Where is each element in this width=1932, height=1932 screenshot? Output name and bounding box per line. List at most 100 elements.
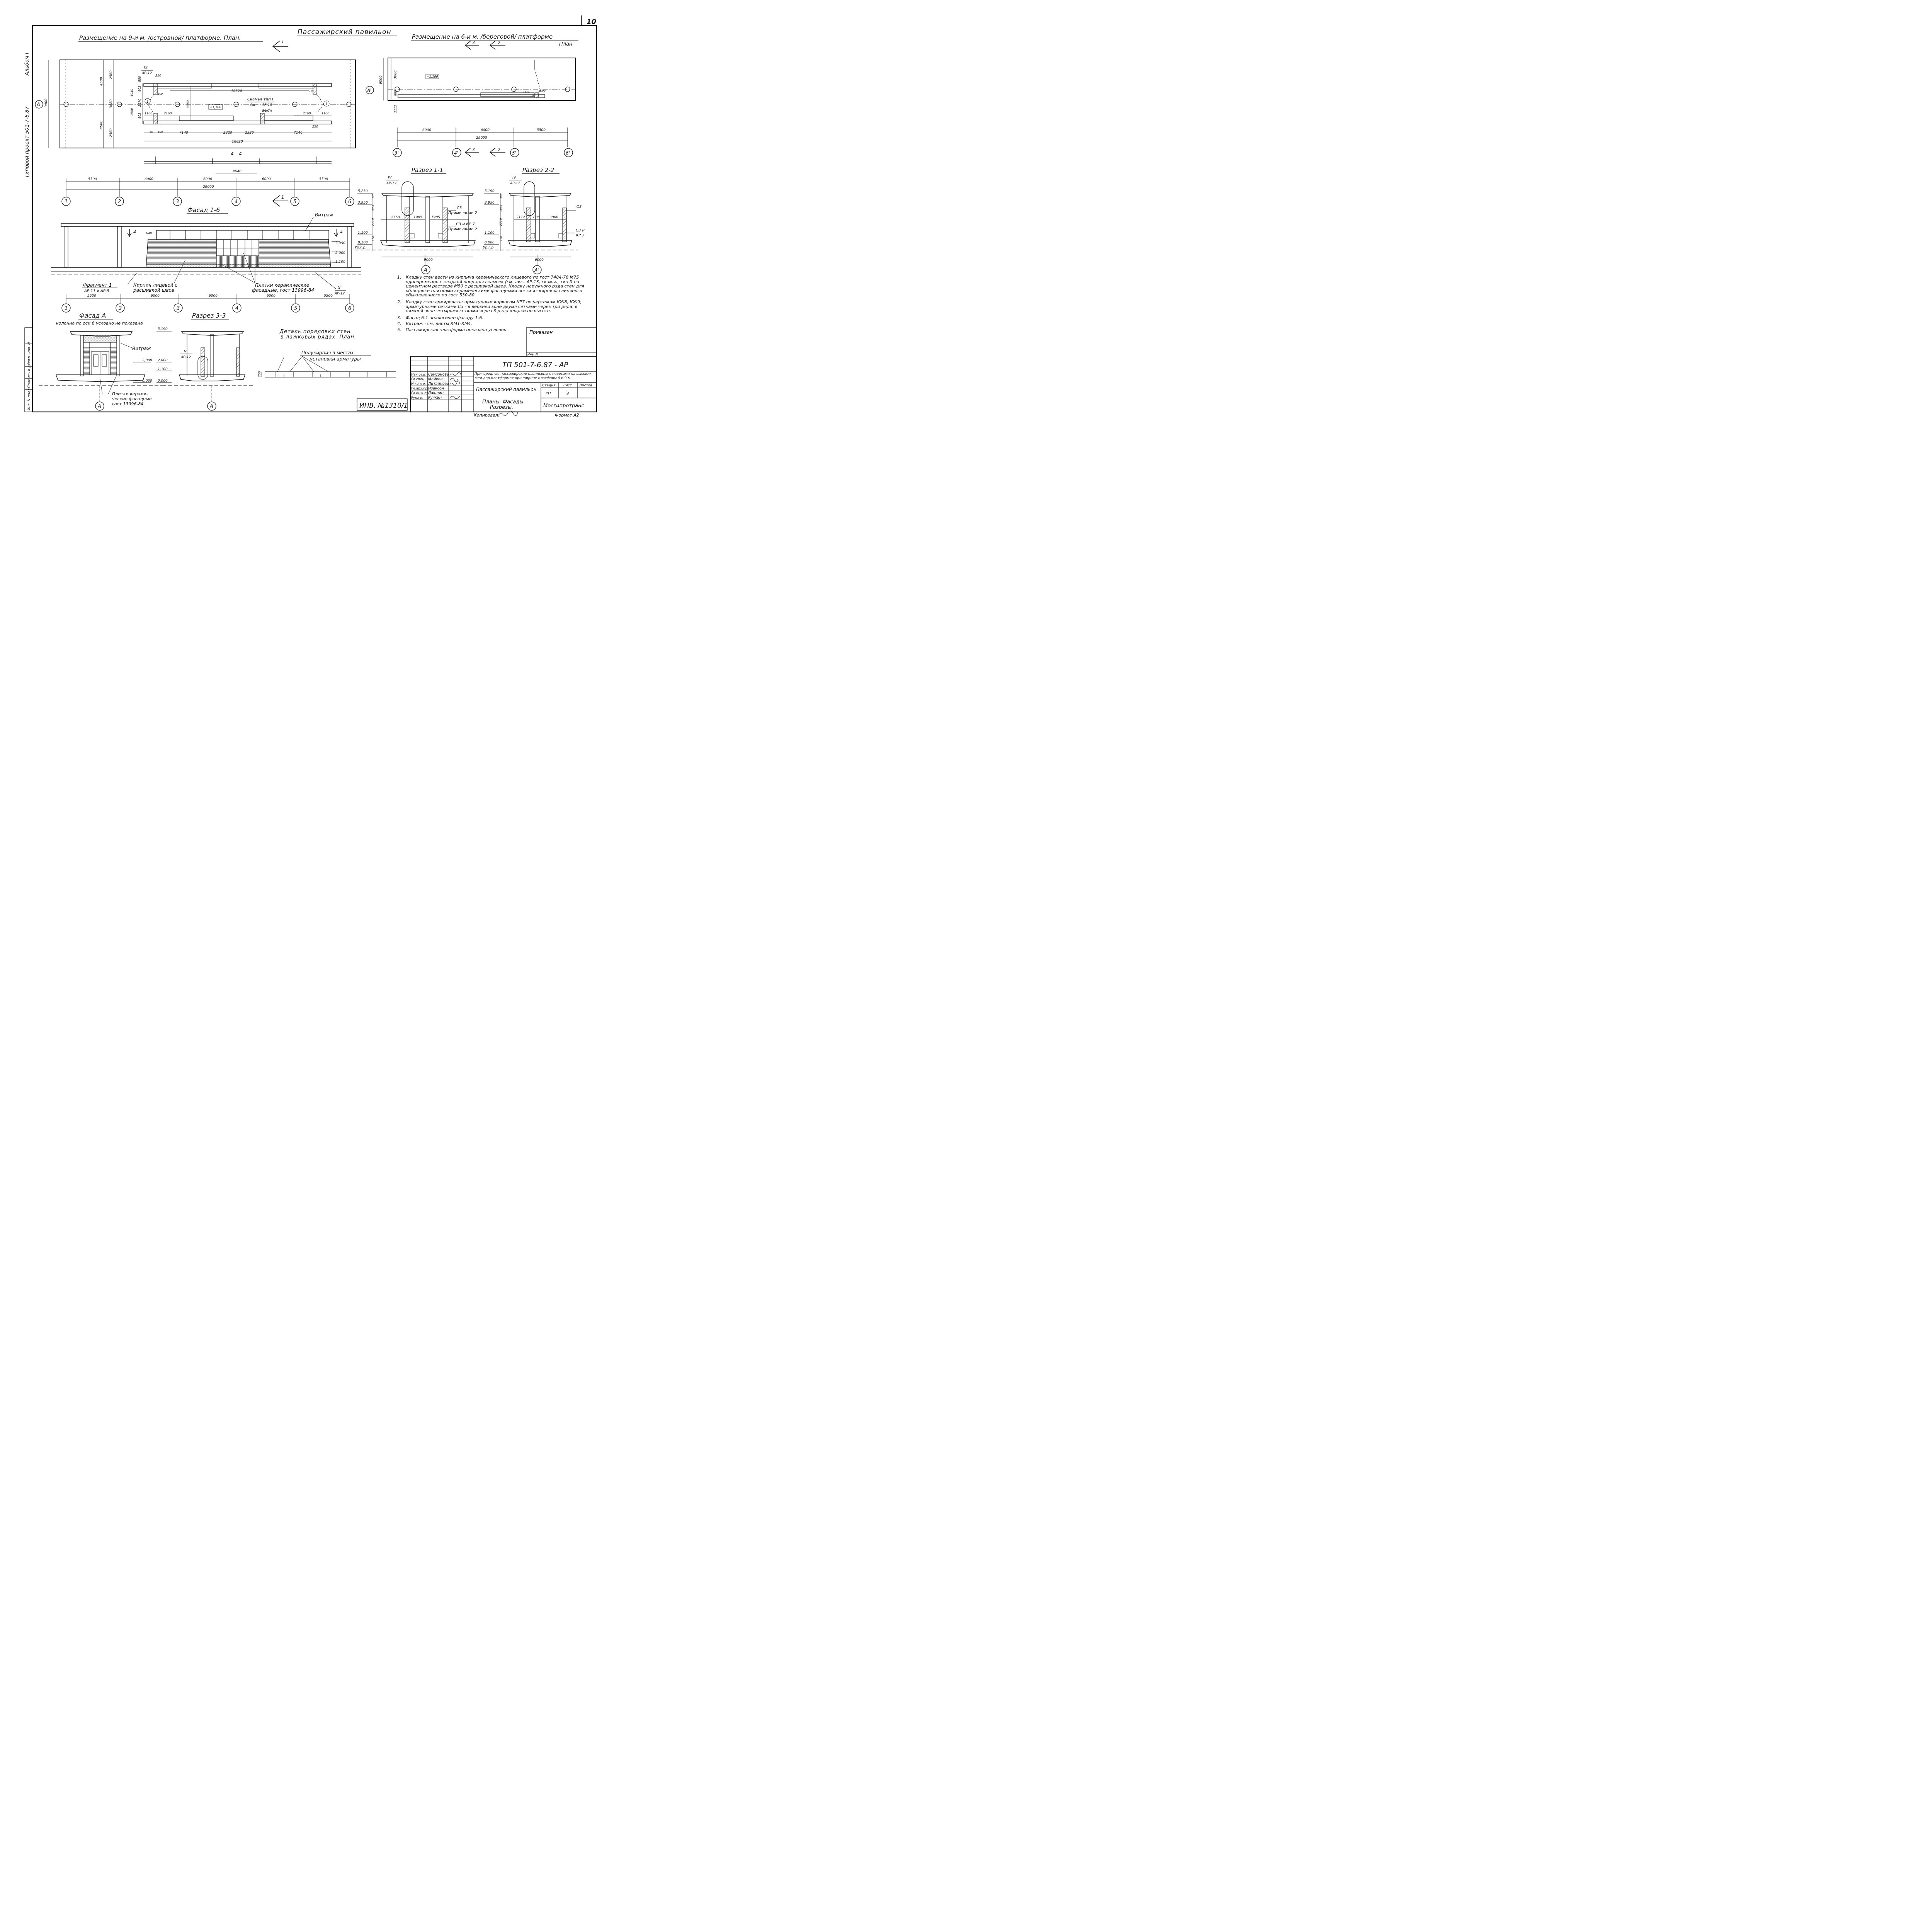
plan9-dim-7140a: 7140 — [179, 131, 188, 135]
stamp-role-4: Гл.арх.пр. — [411, 387, 429, 391]
project-label: Типовой проект 501-7-6.87 — [24, 106, 30, 178]
plan6-mark-2: 2 — [498, 40, 500, 45]
facade16-bay-2: 6000 — [151, 294, 160, 298]
plan9-dim-250a: 250 — [155, 74, 161, 77]
stamp-sheet-title: Планы. Фасады — [482, 399, 524, 405]
section33-title: Разрез 3-3 — [192, 312, 226, 319]
stamp-name-1: Самсонова — [428, 372, 449, 377]
notes: 1. Кладку стен вести из кирпича керамичес… — [397, 275, 584, 332]
stamp-stage: РП — [546, 391, 551, 396]
plan9-title: Размещение на 9-и м. /островной/ платфор… — [79, 34, 241, 41]
facade16-axis-4: 4 — [235, 306, 238, 311]
section11-note2: Примечание 2 — [448, 211, 477, 215]
section11-dim-1060: 1060 — [372, 205, 375, 212]
plan9-dim-100b: 100 — [309, 90, 315, 93]
section22-ref: IV — [512, 175, 517, 180]
facade16-fragment: Фрагмент 1 — [83, 282, 112, 288]
section22-c3kr: С3 и — [576, 228, 585, 233]
stamp-list: 9 — [566, 391, 569, 396]
facade16-bay-1: 5500 — [87, 294, 96, 298]
section11-dim-1985b: 1985 — [431, 216, 440, 219]
plan6-bay-1: 6000 — [422, 128, 431, 132]
plan6-dim-3000: 3000 — [394, 70, 398, 79]
plan9-dim-2560a: 2560 — [109, 70, 113, 79]
plan9-dim-9000: 9000 — [44, 99, 48, 107]
facadeA-tiles3: гост 13996-84 — [112, 401, 143, 406]
facadeA-subtitle: колонна по оси 6 условно не показана — [56, 321, 143, 326]
plan9-dim-2320b: 2320 — [245, 131, 254, 135]
section11-elev-0100: 0,100 — [358, 241, 368, 245]
facade16-tiles: Плитки керамические — [255, 282, 309, 288]
detail-title: Деталь порядовки стен — [279, 329, 351, 335]
note-num-1: 1. — [397, 275, 401, 280]
section22-elev-3950: 3,950 — [485, 201, 495, 205]
section-3-3: Разрез 3-3 5,190 V АР-12 2,000 1,100 0,0… — [156, 312, 255, 410]
plan6-title: Размещение на 6-и м. /береговой/ платфор… — [412, 33, 553, 40]
section-mark-1-label: 1 — [281, 39, 284, 44]
section33-elev-5190: 5,190 — [158, 327, 168, 331]
section22-dim-160: 160 — [500, 236, 503, 241]
stamp-name-3: Литвинова — [428, 382, 449, 386]
stamp-name-6: Ручкин — [428, 396, 442, 400]
section22-title: Разрез 2-2 — [522, 167, 554, 173]
section11-dim-220: 220 — [372, 193, 375, 199]
section11-elev-1100: 1,100 — [358, 231, 368, 235]
facade16-bay-3: 6000 — [209, 294, 218, 298]
section11-dim-160: 160 — [372, 236, 375, 241]
section11-ground: Ур.г.р. — [355, 246, 366, 250]
plan9-axis-5: 5 — [293, 199, 296, 205]
note-num-3: 3. — [397, 315, 401, 320]
facade16-brick2: расшивкой швов — [133, 287, 174, 293]
section22-dim-880: 880 — [533, 216, 540, 219]
facade-1-6: Фасад 1-6 — [51, 206, 361, 312]
section-1-1: Разрез 1-1 IV АР-1 — [355, 167, 485, 274]
stamp-sheet-title2: Разрезы. — [490, 405, 513, 410]
section-mark-1-top — [273, 41, 288, 52]
note-1: Кладку стен вести из кирпича керамическо… — [406, 275, 584, 298]
section22-ref-sheet: АР-12 — [510, 182, 520, 185]
plan9-callout-right: 1 — [325, 102, 328, 106]
facadeA-axis: А — [97, 404, 101, 410]
stamp-inv: Инв. N — [527, 353, 538, 356]
plan9-ref-ix-sheet: АР-12 — [141, 71, 152, 75]
inv-number: ИНВ. №1310/1 — [359, 402, 408, 410]
section11-dim-9000: 9000 — [424, 258, 433, 262]
plan9-axis-6: 6 — [348, 199, 351, 205]
section22-elev-0000: 0,000 — [485, 241, 495, 245]
plan9-dim-3880: 3880 — [109, 99, 113, 108]
section22-dim-3000: 3000 — [549, 216, 558, 219]
section11-c3kr: С3 и КР 7 — [456, 222, 475, 226]
plan9-bench-dim: 53.70 — [262, 109, 272, 113]
plan9-bench-sheet: АР-13 — [262, 103, 272, 107]
plan9-dim-2320a: 2320 — [223, 131, 232, 135]
note-num-5: 5. — [397, 327, 401, 332]
facade16-mark4-right: 4 — [340, 230, 343, 235]
section-mark-1-bottom — [273, 196, 288, 206]
section11-dim-1985a: 1985 — [413, 216, 422, 219]
plan6-mark-3-bottom: 3 — [472, 147, 475, 152]
note-2: Кладку стен армировать: арматурным карка… — [406, 299, 582, 314]
plan6-dim-880: 880 — [394, 90, 397, 96]
section22-dim-6000: 6000 — [535, 258, 544, 262]
plan9-dim-250b: 250 — [262, 109, 268, 113]
section22-ground: Ур.г.р. — [483, 246, 495, 250]
plan6-axis-3: 3' — [395, 150, 399, 156]
stamp-role-2: Гл.спец. — [411, 378, 425, 381]
section22-dim-2112: 2112 — [516, 216, 525, 219]
plan9-axis-4: 4 — [235, 199, 238, 205]
drawing-sheet: 10 Альбом I Типовой проект 501-7-6.87 Ин… — [24, 0, 604, 418]
note-3: Фасад 6-1 аналогичен фасаду 1-6. — [406, 315, 483, 320]
side-stamp-inv: Инв. N подл. — [27, 388, 31, 410]
section-mark-1-bottom-label: 1 — [281, 194, 284, 200]
plan9-dim-1160a: 1160 — [145, 112, 152, 115]
plan6-overall: 29000 — [476, 136, 487, 140]
plan9-bench-label: Скамья тип I — [247, 97, 273, 102]
facade16-axis-3: 3 — [177, 306, 180, 311]
section11-ref: IV — [388, 175, 392, 180]
section11-dim-2710: 2710 — [371, 218, 375, 226]
stamp-stage-h: Стадия — [542, 384, 556, 388]
plan6-bay-3: 5500 — [537, 128, 546, 132]
section22-dim-2710: 2710 — [499, 218, 503, 226]
signatures — [450, 372, 461, 399]
facade-a: Фасад А колонна по оси 6 условно не пока… — [39, 312, 162, 410]
